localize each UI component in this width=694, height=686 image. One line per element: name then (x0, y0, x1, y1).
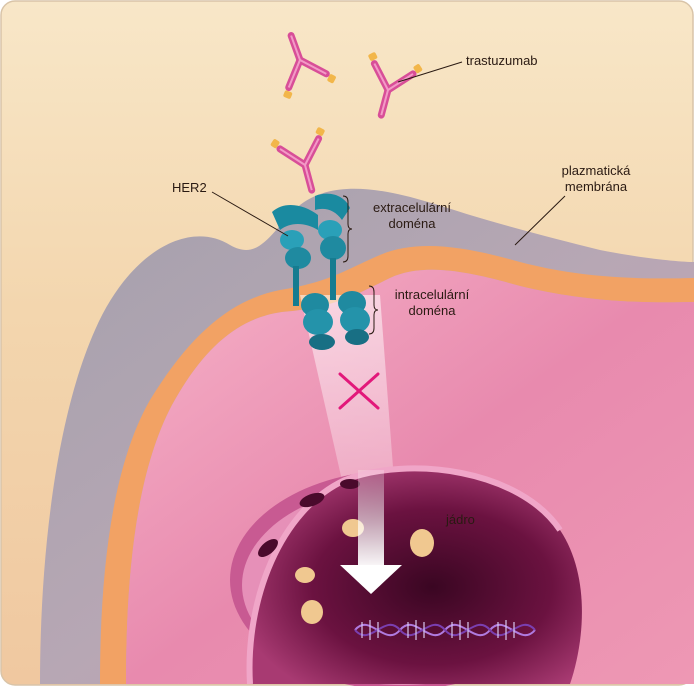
signal-arrow-icon (340, 470, 402, 594)
her2-receptor-icon (272, 193, 370, 350)
nucleolus (301, 600, 323, 624)
membrane-label-line1: plazmatická (561, 163, 631, 178)
plasma-membrane (100, 246, 694, 684)
extracellular-label-line1: extracelulární (372, 200, 452, 215)
dna-helix-icon (354, 620, 536, 640)
intracellular-label-line1: intracelulární (394, 287, 470, 302)
nucleus-label: jádro (446, 512, 475, 527)
her2-label: HER2 (172, 180, 207, 195)
nucleolus (295, 567, 315, 583)
membrane-label-line2: membrána (564, 179, 628, 194)
intracellular-label: intracelulární doména (382, 287, 482, 319)
her2-leader (211, 191, 289, 237)
nucleolus (410, 529, 434, 557)
membrane-label: plazmatická membrána (548, 163, 644, 195)
intracellular-brace (368, 285, 379, 335)
trastuzumab-leader (397, 61, 463, 83)
intracellular-label-line2: doména (408, 303, 456, 318)
extracellular-brace (342, 195, 353, 263)
membrane-leader (514, 195, 566, 246)
trastuzumab-label: trastuzumab (466, 53, 538, 68)
extracellular-label-line2: doména (388, 216, 436, 231)
extracellular-label: extracelulární doména (357, 200, 467, 232)
x-block-icon (338, 372, 380, 410)
nucleus (230, 465, 582, 686)
